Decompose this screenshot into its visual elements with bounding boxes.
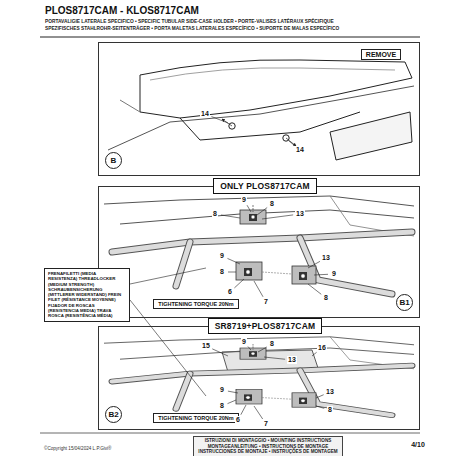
box-text: FRENAFILETTI (MEDIA RESISTENZA) THREADLO… — [48, 271, 126, 319]
figure-tag: B — [105, 152, 122, 169]
leader-line — [314, 274, 328, 276]
subtitle: SPEZIFISCHES STAHLROHR-SEITENTRÄGER • PO… — [45, 26, 339, 31]
box-text: SR8719+PLOS8717CAM — [215, 321, 316, 331]
leader-line — [289, 141, 295, 146]
callout-number: 9 — [219, 386, 225, 394]
footer-box: ISTRUZIONI DI MONTAGGIO • MOUNTING INSTR… — [193, 436, 343, 456]
callout-number: 7 — [263, 420, 269, 428]
leader-line — [228, 272, 236, 273]
figure-tag: B2 — [105, 406, 122, 423]
callout-number: 8 — [212, 210, 218, 218]
callout-number: 13 — [325, 388, 335, 396]
leader-line — [211, 117, 228, 123]
leader-line — [257, 208, 267, 215]
leader-line — [308, 284, 321, 294]
subtitle: PORTAVALIGIE LATERALE SPECIFICO • SPECIF… — [45, 19, 334, 24]
leader-line — [248, 347, 251, 350]
leader-line — [312, 352, 317, 356]
box-text: TIGHTENING TORQUE 20Nm — [158, 415, 233, 421]
leader-line — [262, 215, 293, 219]
leader-line — [212, 349, 228, 356]
leader-line — [234, 279, 244, 288]
leader-line — [258, 347, 267, 352]
leader-line — [264, 357, 285, 359]
callout-number: 9 — [219, 252, 225, 260]
callout-number: 6 — [235, 416, 241, 424]
callout-number: 13 — [287, 356, 297, 364]
leader-line — [316, 395, 324, 398]
step-heading: ONLY PLOS8717CAM — [213, 178, 317, 194]
step-panel: B1 TIGHTENING TORQUE 20Nm — [98, 186, 420, 318]
callout-number: 9 — [331, 270, 337, 278]
leader-line — [254, 281, 263, 297]
callout-number: 9 — [241, 196, 247, 204]
callout-number: 15 — [201, 342, 211, 350]
callout-number: 14 — [200, 110, 210, 118]
leader-line — [228, 400, 236, 404]
callout-number: 8 — [269, 340, 275, 348]
step-heading: SR8719+PLOS8717CAM — [208, 318, 323, 334]
page-number: 4/10 — [411, 441, 425, 448]
leader-line — [316, 406, 324, 408]
leader-line — [221, 215, 240, 218]
torque-box: TIGHTENING TORQUE 20Nm — [153, 299, 238, 309]
copyright: ©Copyright 15/04/2024 L.P.Givi® — [44, 446, 111, 451]
leader-line — [247, 205, 251, 212]
threadlocker-note: FRENAFILETTI (MEDIA RESISTENZA) THREADLO… — [44, 268, 130, 322]
leader-line — [227, 258, 240, 264]
box-text: ONLY PLOS8717CAM — [220, 181, 310, 191]
torque-box: TIGHTENING TORQUE 20Nm — [153, 413, 238, 423]
callout-number: 8 — [327, 406, 333, 414]
callout-number: 6 — [227, 288, 233, 296]
callout-number: 9 — [241, 338, 247, 346]
callout-number: 8 — [269, 200, 275, 208]
callout-number: 8 — [219, 268, 225, 276]
remove-box: REMOVE — [361, 49, 401, 60]
box-text: TIGHTENING TORQUE 20Nm — [158, 301, 233, 307]
leader-line — [254, 406, 263, 419]
callout-number: 7 — [263, 298, 269, 306]
leader-line — [228, 391, 238, 393]
callout-number: 13 — [321, 254, 331, 262]
leader-line — [241, 405, 246, 415]
callout-number: 16 — [317, 344, 327, 352]
step-panel: B REMOVE — [98, 42, 420, 176]
callout-number: 8 — [323, 294, 329, 302]
figure-tag: B1 — [396, 294, 413, 311]
leader-line — [308, 261, 320, 268]
box-text: ISTRUZIONI DI MONTAGGIO • MOUNTING INSTR… — [197, 438, 339, 455]
callout-number: 8 — [219, 402, 225, 410]
step-panel: B2TIGHTENING TORQUE 20Nm — [98, 326, 420, 430]
callout-number: 14 — [295, 146, 305, 154]
callout-number: 13 — [295, 210, 305, 218]
page-title: PLOS8717CAM - KLOS8717CAM — [45, 5, 199, 16]
box-text: REMOVE — [366, 51, 396, 58]
